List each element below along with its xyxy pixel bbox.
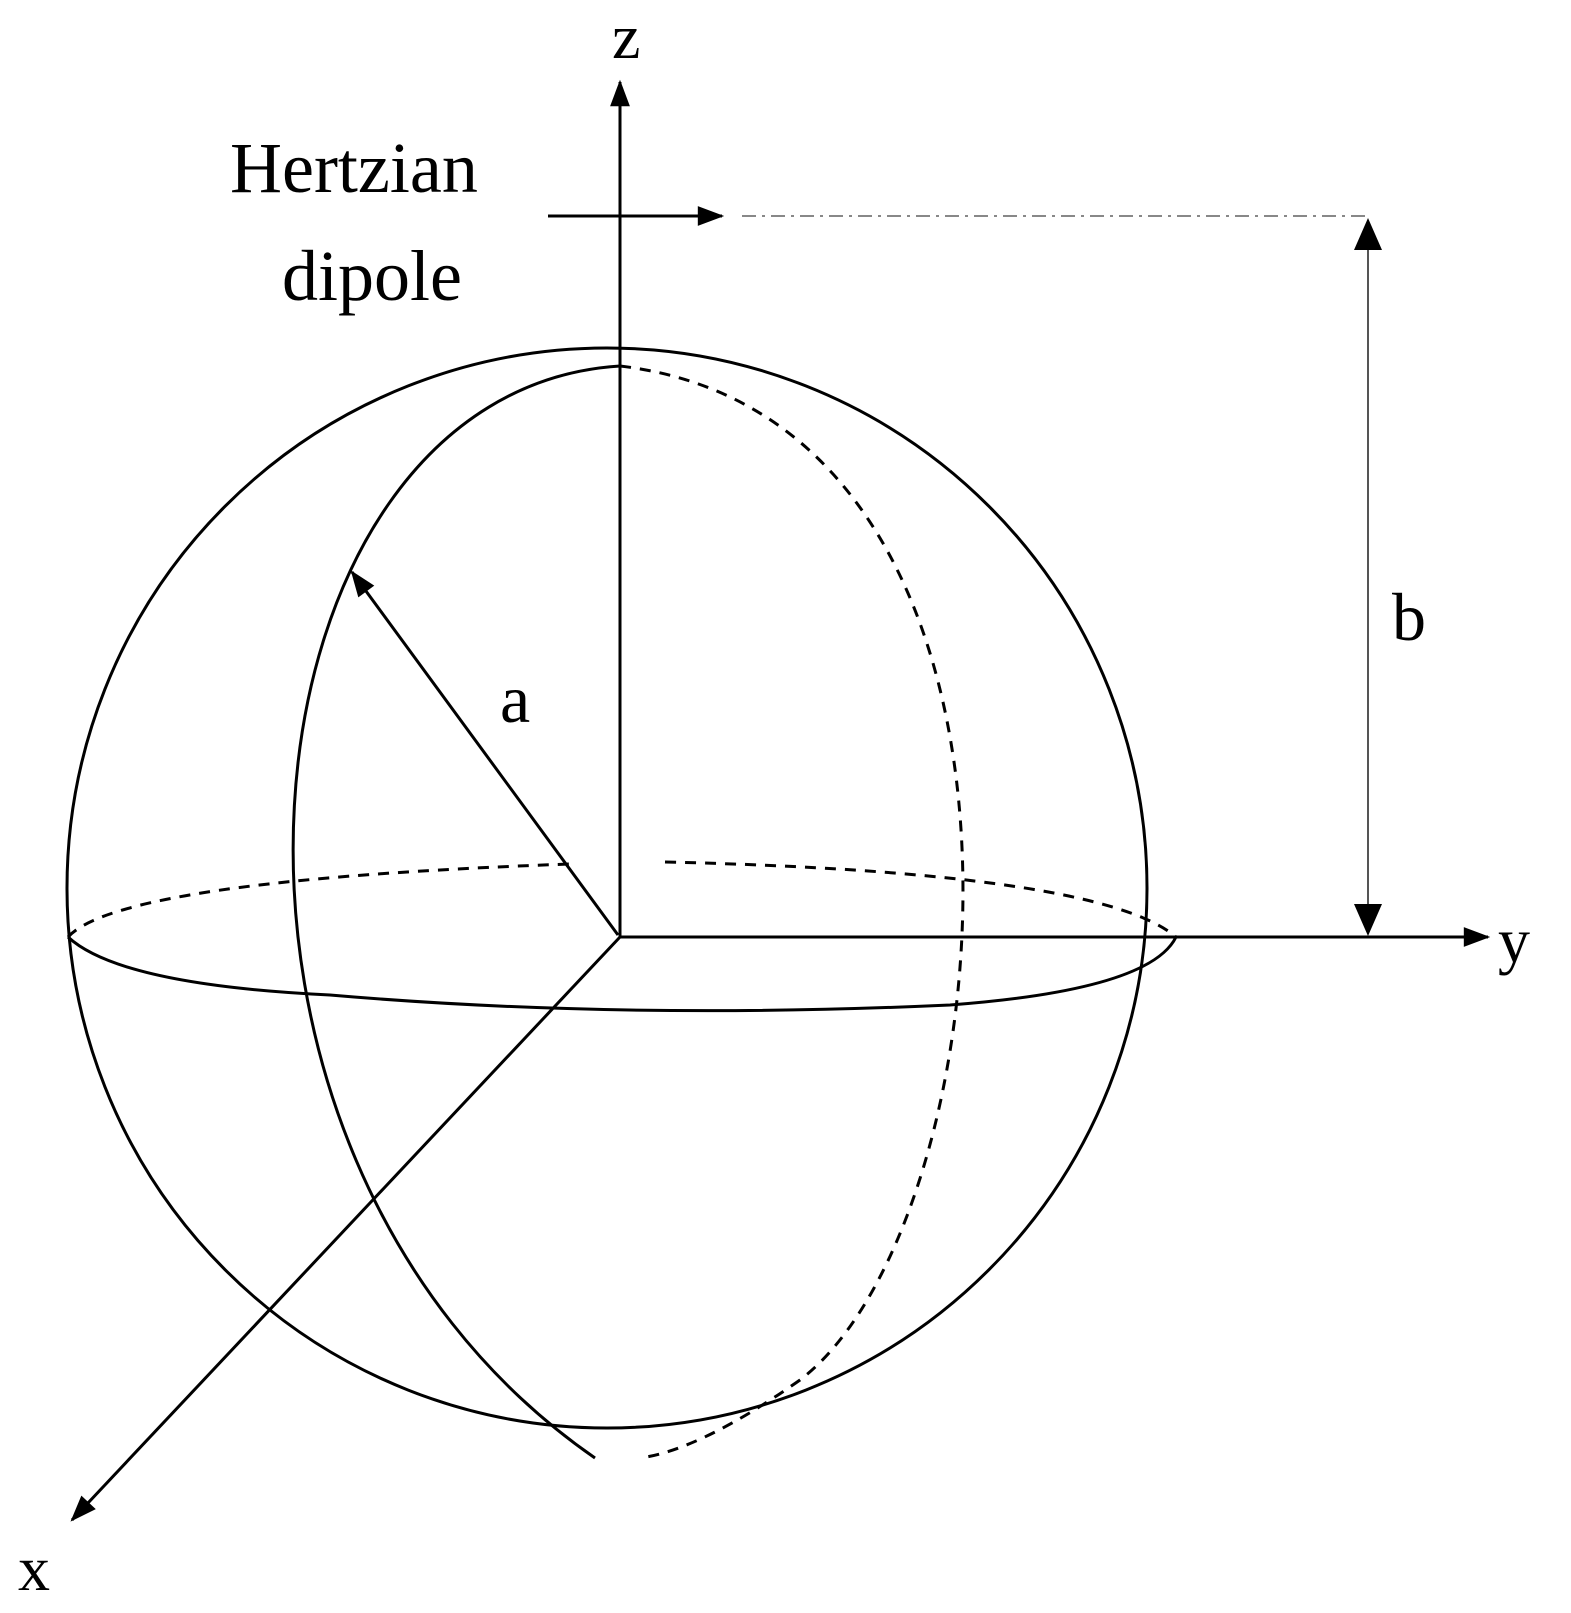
equator-front [66, 935, 1178, 1013]
height-label: b [1392, 579, 1426, 655]
z-axis-label: z [612, 1, 640, 72]
equator-back [66, 862, 571, 939]
dipole-label-line2: dipole [282, 236, 462, 316]
radius-arrow [350, 570, 620, 936]
height-arrow-top [1354, 218, 1382, 250]
x-axis-label: x [18, 1533, 50, 1604]
meridian-front [291, 364, 621, 1460]
sphere-outline [65, 346, 1149, 1430]
equator-back-right [664, 860, 1177, 939]
radius-label: a [500, 661, 530, 737]
x-axis-line [70, 935, 622, 1522]
dipole-label-line1: Hertzian [230, 128, 478, 208]
y-axis-label: y [1498, 905, 1530, 976]
meridian-back [619, 364, 965, 1460]
height-arrow-bottom [1354, 904, 1382, 936]
